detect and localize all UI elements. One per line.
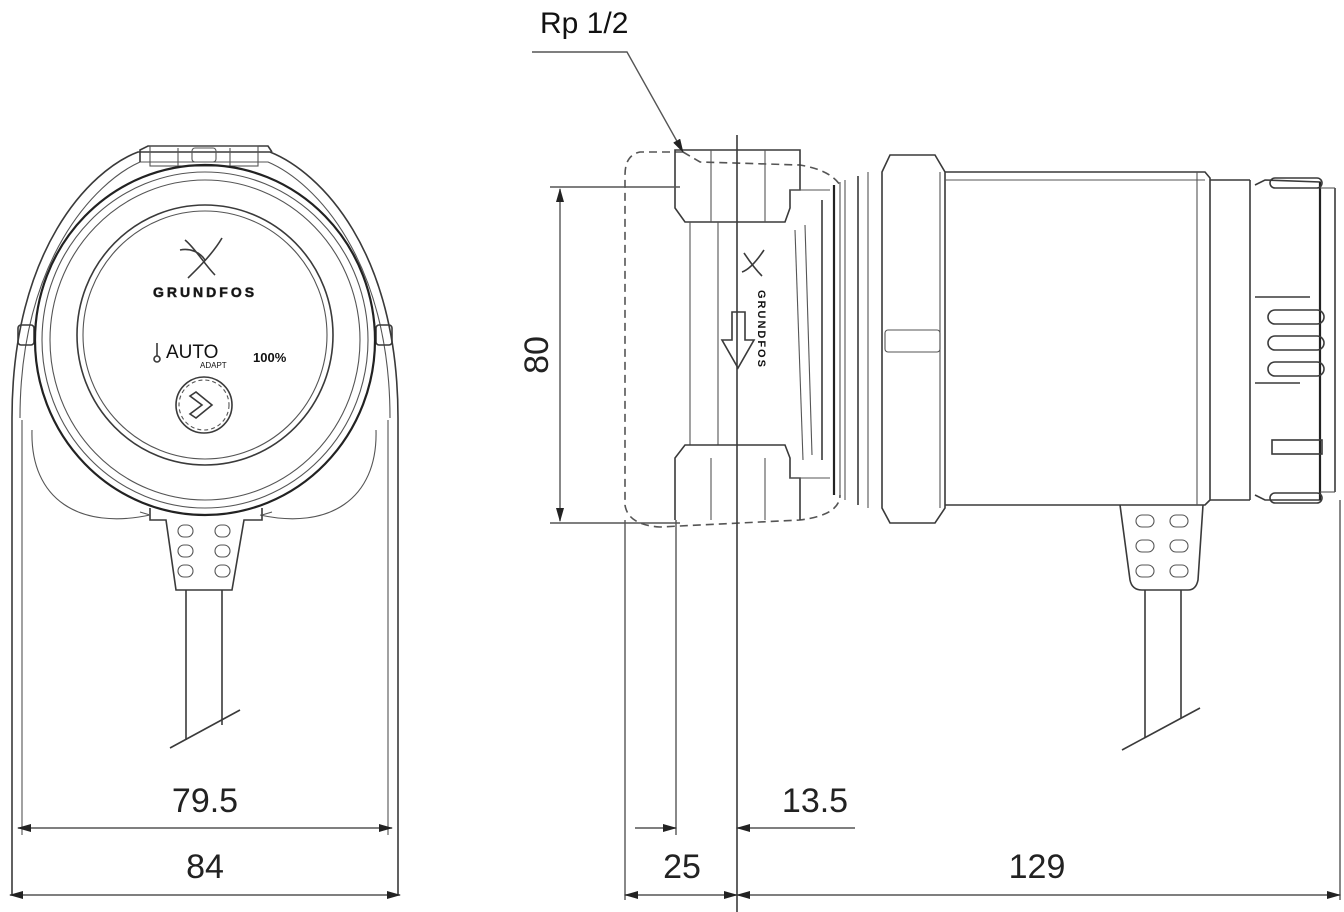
dim-body-to-axis: 25 bbox=[663, 848, 701, 886]
dim-front-outer-width: 84 bbox=[186, 848, 224, 886]
front-dimensions: 79.5 84 bbox=[9, 782, 401, 899]
side-view: GRUNDFOS bbox=[624, 135, 1336, 912]
side-brand-text: GRUNDFOS bbox=[755, 290, 767, 369]
front-view: GRUNDFOS AUTO ADAPT 100% bbox=[11, 145, 399, 895]
flow-direction-arrow-icon bbox=[720, 311, 756, 370]
side-dimensions: 80 13.5 25 129 bbox=[518, 186, 1341, 900]
thread-callout-text: Rp 1/2 bbox=[540, 7, 628, 40]
chevron-right-button-icon bbox=[175, 376, 233, 434]
dim-port-to-axis: 13.5 bbox=[782, 782, 848, 820]
brand-text: GRUNDFOS bbox=[153, 284, 257, 300]
grundfos-logo-icon bbox=[741, 249, 765, 277]
thermometer-icon bbox=[153, 343, 161, 363]
dim-motor-length: 129 bbox=[1009, 848, 1066, 886]
dim-front-inner-width: 79.5 bbox=[172, 782, 238, 820]
mode-sublabel: ADAPT bbox=[200, 361, 227, 370]
grundfos-logo-icon bbox=[179, 237, 223, 279]
speed-label: 100% bbox=[253, 350, 287, 365]
thread-callout: Rp 1/2 bbox=[532, 7, 684, 153]
dim-port-height: 80 bbox=[518, 336, 556, 374]
mode-label: AUTO bbox=[166, 342, 218, 363]
